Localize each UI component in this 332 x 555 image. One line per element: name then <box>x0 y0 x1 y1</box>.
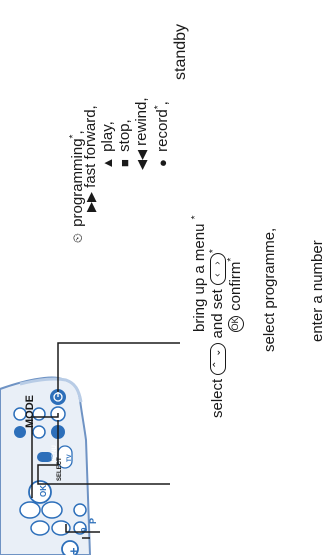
label-select: select <box>209 378 226 418</box>
label-record: record <box>154 109 171 152</box>
menu-button[interactable] <box>37 452 53 462</box>
label-stop: stop, <box>116 119 133 152</box>
programming-asterisk: * <box>68 134 79 139</box>
label-confirm: confirm <box>227 261 244 311</box>
ok-key-icon: OK <box>228 316 245 332</box>
label-play-line: ▲ play, <box>99 121 116 170</box>
record-symbol: ● <box>155 159 170 167</box>
label-programming-line: ⏲ programming*, <box>68 130 86 244</box>
label-select-programme: select programme, <box>261 227 278 352</box>
callout-menu <box>31 413 59 498</box>
callout-transport <box>37 420 170 485</box>
label-programming: programming <box>69 138 86 227</box>
stop-button[interactable] <box>32 425 46 439</box>
nav-down-button[interactable] <box>19 501 41 519</box>
label-play: play, <box>99 121 116 152</box>
menu-asterisk: * <box>190 215 201 220</box>
play-symbol: ▲ <box>100 156 115 170</box>
programming-icon: ⏲ <box>70 232 85 244</box>
record-asterisk: * <box>153 105 164 110</box>
stop-symbol: ■ <box>117 159 132 167</box>
p-minus-button[interactable] <box>73 503 87 517</box>
callout-programme <box>65 524 100 533</box>
p-plus-button[interactable] <box>61 540 79 555</box>
record-button[interactable] <box>14 426 26 438</box>
label-enter-number: enter a number <box>309 240 326 342</box>
programming-button[interactable] <box>13 407 27 421</box>
rewind-symbol: ◀◀ <box>134 150 149 170</box>
up-down-keys-icon: ⌃⌄ <box>210 342 227 375</box>
ok-button[interactable] <box>28 480 52 504</box>
label-rewind: rewind, <box>133 97 150 146</box>
nav-up-button[interactable] <box>41 501 63 519</box>
label-ok-line: OK confirm* <box>223 257 245 332</box>
select-asterisk: * <box>208 249 219 254</box>
label-rewind-line: ◀◀ rewind, <box>133 97 150 170</box>
label-record-line: ● record*, <box>150 101 171 170</box>
callout-standby <box>57 342 180 392</box>
digit-9-button[interactable] <box>73 521 87 535</box>
confirm-asterisk: * <box>226 257 237 262</box>
label-stop-line: ■ stop, <box>116 119 133 170</box>
label-standby: standby <box>172 23 189 80</box>
nav-left-button[interactable] <box>30 520 50 536</box>
remote-top-edge <box>19 377 83 403</box>
